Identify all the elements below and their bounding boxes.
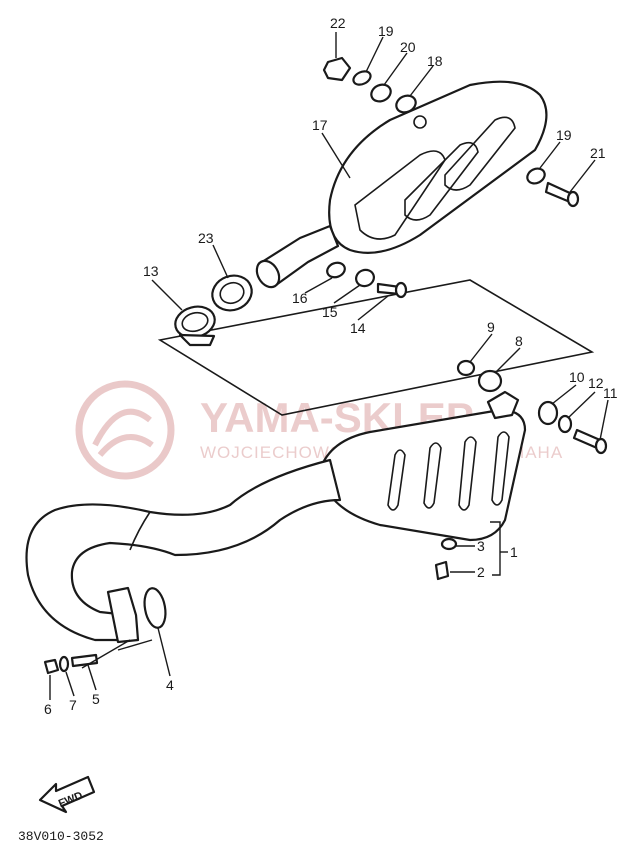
fwd-arrow-icon: FWD xyxy=(38,775,96,814)
callout-12: 12 xyxy=(588,375,604,391)
gasket-4 xyxy=(143,587,167,629)
heat-shield-upper xyxy=(328,80,548,254)
callout-19-right: 19 xyxy=(556,127,572,143)
callout-3: 3 xyxy=(477,538,485,554)
callout-8: 8 xyxy=(515,333,523,349)
hardware-right xyxy=(456,359,608,455)
hardware-lower-right xyxy=(434,537,458,581)
silencer-body xyxy=(318,390,527,542)
exhaust-header-pipe xyxy=(25,458,342,644)
callout-1: 1 xyxy=(510,544,518,560)
callout-14: 14 xyxy=(350,320,366,336)
diagram-code: 38V010-3052 xyxy=(18,829,104,844)
callout-21: 21 xyxy=(590,145,606,161)
callout-6: 6 xyxy=(44,701,52,717)
callout-2: 2 xyxy=(477,564,485,580)
callout-13: 13 xyxy=(143,263,159,279)
callout-4: 4 xyxy=(166,677,174,693)
callout-22: 22 xyxy=(330,15,346,31)
callout-11: 11 xyxy=(603,385,618,401)
leader-lines xyxy=(49,32,609,700)
watermark-logo-icon xyxy=(75,380,175,480)
callout-5: 5 xyxy=(92,691,100,707)
callout-23: 23 xyxy=(198,230,214,246)
hardware-top xyxy=(322,56,580,208)
callout-20: 20 xyxy=(400,39,416,55)
callout-17: 17 xyxy=(312,117,328,133)
callout-16: 16 xyxy=(292,290,308,306)
callout-7: 7 xyxy=(69,697,77,713)
callout-10: 10 xyxy=(569,369,585,385)
hardware-mid xyxy=(174,261,408,347)
callout-9: 9 xyxy=(487,319,495,335)
callouts: 22 19 20 18 17 19 21 23 13 16 15 14 9 8 … xyxy=(44,15,618,717)
callout-19-top: 19 xyxy=(378,23,394,39)
inner-pipe xyxy=(255,224,340,289)
callout-18: 18 xyxy=(427,53,443,69)
subassembly-frame xyxy=(157,279,595,416)
callout-15: 15 xyxy=(322,304,338,320)
